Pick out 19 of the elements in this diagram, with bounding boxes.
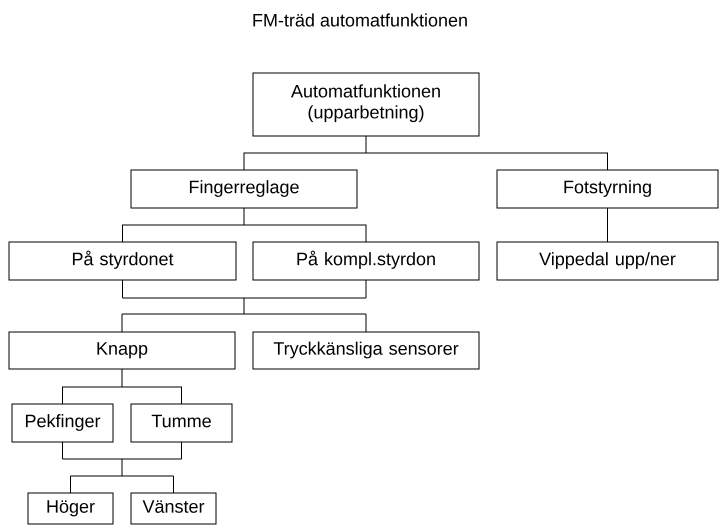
connector-line (366, 136, 608, 170)
process-box: Knapp (8, 331, 236, 370)
process-box: På styrdonet (8, 241, 236, 280)
process-box: Höger (28, 492, 114, 524)
process-box: Fingerreglage (130, 169, 358, 208)
process-box: Tryckkänsliga sensorer (252, 331, 480, 370)
process-box: Pekfinger (12, 403, 114, 442)
process-box: På kompl.styrdon (252, 241, 480, 280)
connector-line (244, 208, 366, 242)
connector-line (122, 368, 182, 404)
process-box: Vippedal upp/ner (496, 241, 718, 280)
connector-line (122, 280, 366, 332)
connector-line (607, 208, 608, 242)
title: FM-träd automatfunktionen (253, 13, 467, 27)
process-box: Fotstyrning (496, 169, 718, 208)
process-box: Automatfunktionen (upparbetning) (252, 72, 480, 136)
process-box: Vänster (130, 492, 216, 524)
process-box: Tumme (130, 403, 232, 442)
connector-line (62, 442, 182, 493)
